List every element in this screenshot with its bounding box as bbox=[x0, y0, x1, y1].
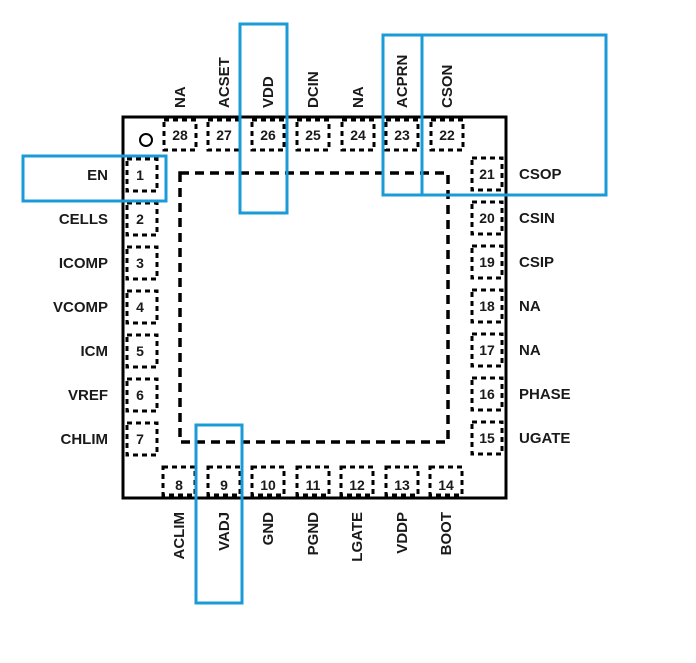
pin-28-label: NA bbox=[172, 86, 189, 108]
pin-14-label: BOOT bbox=[438, 512, 455, 555]
pin-3-number: 3 bbox=[136, 255, 144, 271]
pin-27-label: ACSET bbox=[216, 57, 233, 108]
pin-24-number: 24 bbox=[350, 127, 366, 143]
pin-19-number: 19 bbox=[479, 254, 495, 270]
pin-6-number: 6 bbox=[136, 387, 144, 403]
pin-25-number: 25 bbox=[305, 127, 321, 143]
pin-8-label: ACLIM bbox=[171, 512, 188, 560]
pin-23-pad bbox=[384, 118, 420, 152]
pin-14-number: 14 bbox=[438, 477, 454, 493]
pin-2-pad bbox=[125, 201, 159, 237]
pin-10-pad bbox=[250, 465, 286, 497]
highlight-pin-1 bbox=[21, 154, 168, 203]
exposed-pad bbox=[178, 171, 450, 444]
pin-10-number: 10 bbox=[260, 477, 276, 493]
pin-2-label: CELLS bbox=[59, 211, 108, 228]
pin-3-pad bbox=[125, 245, 159, 281]
pin-7-pad bbox=[125, 421, 159, 457]
pin-22-number: 22 bbox=[439, 127, 455, 143]
pin-pads: 1 EN 2 CELLS 3 ICOMP 4 VCOMP 5 ICM 6 VREF 7 CHLIM 8ACL… bbox=[53, 55, 571, 562]
pin-11-label: PGND bbox=[305, 512, 322, 556]
pin-11-pad bbox=[295, 465, 331, 497]
pin-21-label: CSOP bbox=[519, 166, 562, 183]
pin-13-label: VDDP bbox=[394, 512, 411, 554]
pin-23-label: ACPRN bbox=[394, 55, 411, 108]
pin-19-label: CSIP bbox=[519, 254, 554, 271]
highlight-pin-9 bbox=[194, 423, 244, 605]
pin-16-pad bbox=[470, 376, 504, 412]
pin-27-number: 27 bbox=[216, 127, 232, 143]
pin-3-label: ICOMP bbox=[59, 255, 108, 272]
pin-1-label: EN bbox=[87, 167, 108, 184]
pin-26-pad bbox=[250, 118, 286, 152]
pin-22-label: CSON bbox=[439, 65, 456, 108]
pin-14-pad bbox=[428, 465, 464, 497]
pin-5-number: 5 bbox=[136, 343, 144, 359]
highlight-pin-23 bbox=[381, 33, 424, 197]
highlight-boxes bbox=[21, 22, 608, 605]
pin-17-number: 17 bbox=[479, 342, 495, 358]
package-body bbox=[121, 115, 508, 500]
pin-4-pad bbox=[125, 289, 159, 325]
pin1-marker bbox=[139, 133, 153, 147]
pin-17-pad bbox=[470, 332, 504, 368]
pin-20-label: CSIN bbox=[519, 210, 555, 227]
highlight-pin-26 bbox=[238, 22, 289, 215]
pin-7-label: CHLIM bbox=[61, 431, 109, 448]
pin-1-pad bbox=[125, 157, 159, 193]
pin-4-label: VCOMP bbox=[53, 299, 108, 316]
pin-13-pad bbox=[384, 465, 420, 497]
pin-9-number: 9 bbox=[220, 477, 228, 493]
pin-10-label: GND bbox=[260, 512, 277, 546]
pin-22-pad bbox=[429, 118, 465, 152]
pin-16-label: PHASE bbox=[519, 386, 571, 403]
pin-11-number: 11 bbox=[306, 477, 321, 493]
pin-25-label: DCIN bbox=[305, 71, 322, 108]
pin-6-label: VREF bbox=[68, 387, 108, 404]
pin-21-number: 21 bbox=[479, 166, 495, 182]
pin-28-pad bbox=[162, 118, 198, 152]
pin-15-number: 15 bbox=[479, 430, 495, 446]
pin-12-pad bbox=[339, 465, 375, 497]
pin-26-label: VDD bbox=[260, 76, 277, 108]
pin-13-number: 13 bbox=[394, 477, 410, 493]
pin-17-label: NA bbox=[519, 342, 541, 359]
pin-1-number: 1 bbox=[136, 167, 144, 183]
pin-2-number: 2 bbox=[136, 211, 144, 227]
pin-12-number: 12 bbox=[349, 477, 365, 493]
pin-6-pad bbox=[125, 377, 159, 413]
pin-18-label: NA bbox=[519, 298, 541, 315]
pin-5-label: ICM bbox=[81, 343, 109, 360]
highlight-pin-22 bbox=[420, 33, 608, 197]
pin-21-pad bbox=[470, 156, 504, 192]
pin-9-label: VADJ bbox=[216, 512, 233, 551]
pin-20-number: 20 bbox=[479, 210, 495, 226]
pin-5-pad bbox=[125, 333, 159, 369]
pin-18-number: 18 bbox=[479, 298, 495, 314]
pin-24-pad bbox=[340, 118, 376, 152]
pin-24-label: NA bbox=[350, 86, 367, 108]
pin-15-pad bbox=[470, 420, 504, 456]
pin-12-label: LGATE bbox=[349, 512, 366, 562]
pin-25-pad bbox=[295, 118, 331, 152]
pin-19-pad bbox=[470, 244, 504, 280]
pin-20-pad bbox=[470, 200, 504, 236]
pin-16-number: 16 bbox=[479, 386, 495, 402]
pin-18-pad bbox=[470, 288, 504, 324]
pin-4-number: 4 bbox=[136, 299, 144, 315]
pin-26-number: 26 bbox=[260, 127, 276, 143]
pin-23-number: 23 bbox=[394, 127, 410, 143]
pin-9-pad bbox=[206, 465, 242, 497]
pin-15-label: UGATE bbox=[519, 430, 570, 447]
pin-28-number: 28 bbox=[172, 127, 188, 143]
pin-8-number: 8 bbox=[175, 477, 183, 493]
pin-7-number: 7 bbox=[136, 431, 144, 447]
